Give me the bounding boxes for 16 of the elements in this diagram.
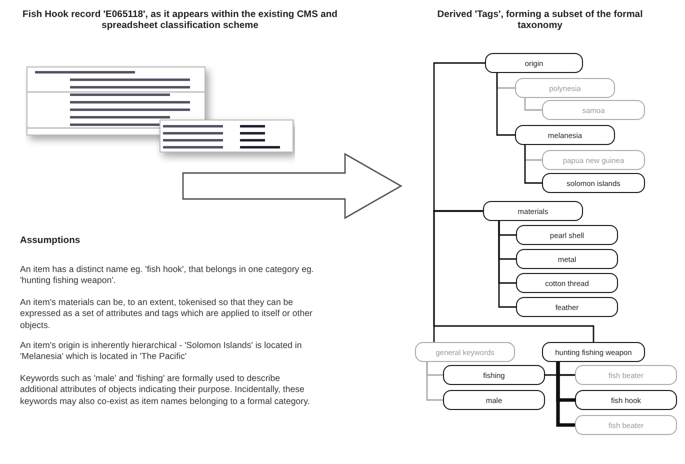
tree-connector: [433, 62, 485, 212]
paragraph: An item has a distinct name eg. 'fish hook', that belongs in one category eg. 'hunting fishing weapon'.: [20, 264, 315, 287]
heading: Fish Hook record 'E065118', as it appears within the existing CMS and spreadsheet classification scheme: [22, 10, 338, 32]
tree-connector: [556, 362, 575, 427]
paragraph: An item's materials can be, to an extent, tokenised so that they can be expressed as a set of attributes and tags which are applied to itself or other objects.: [20, 297, 314, 332]
tree-connector: [524, 145, 542, 184]
tree-connector: [426, 362, 443, 401]
tree-connector: [433, 210, 594, 342]
paragraph: An item's origin is inherently hierarchical - 'Solomon Islands' is located in 'Melanesia' which is located in 'The Pacific': [20, 340, 303, 363]
paragraph: Keywords such as 'male' and 'fishing' are formally used to describe additional attributes of objects indicating their purpose. Incidentally, these keywords may also co-exist as item names belonging to a formal category.: [20, 373, 311, 408]
heading: Assumptions: [20, 236, 82, 247]
heading: Derived 'Tags', forming a subset of the formal taxonomy: [436, 10, 644, 32]
tree-connector: [496, 73, 515, 136]
large-arrow: [182, 152, 402, 220]
tree-connector: [524, 98, 542, 111]
tree-connector: [498, 221, 516, 308]
